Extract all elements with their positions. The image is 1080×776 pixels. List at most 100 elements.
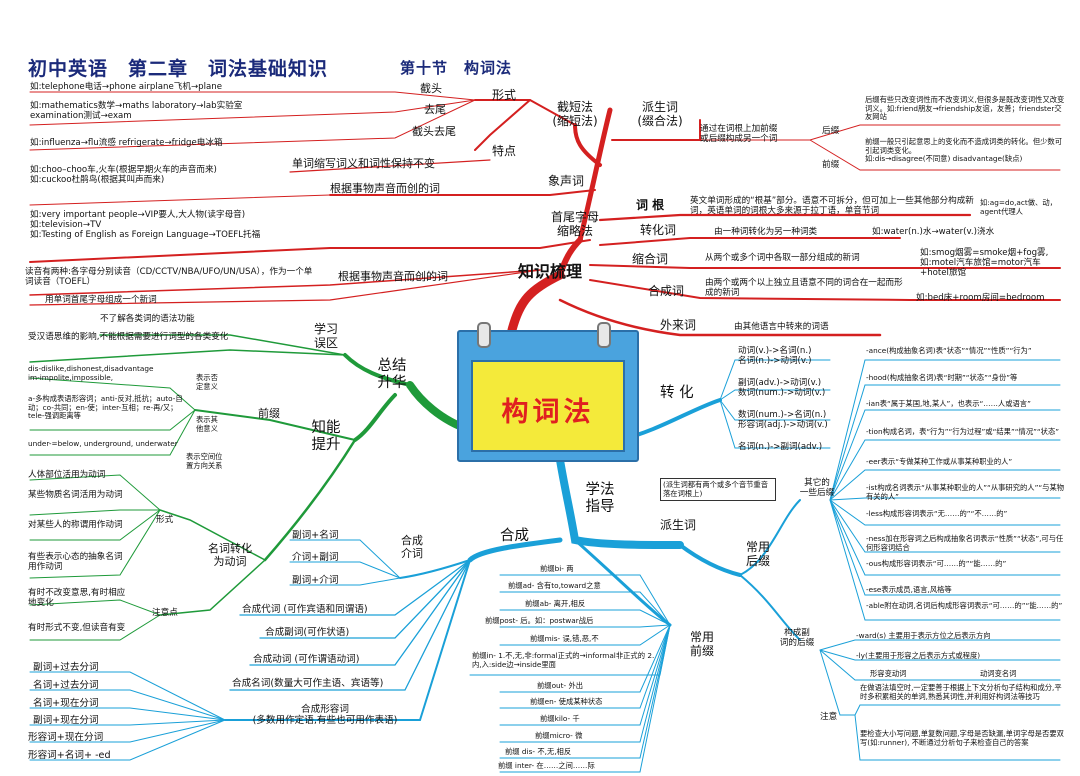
example-jietouquwei: 如:influenza→flu流感 refrigerate→fridge电冰箱 (30, 138, 223, 148)
text-sh-def: 从两个或多个词中各取一部分组成的新词 (705, 253, 860, 263)
center-calendar-node: 构词法 (457, 322, 639, 462)
text-n2: 要检查大小写问题,单复数问题,字母是否缺漏,单词字母是否要双写(如:runner… (860, 729, 1064, 747)
node-jieduanfa: 截短法 (缩短法) (552, 100, 598, 129)
text-h5: -eer表示“专做某种工作或从事某种职业的人” (866, 457, 1013, 466)
text-hz-note: 后缀有些只改变词性而不改变词义,但很多是既改变词性又改变词义。如:friend朋… (865, 95, 1065, 122)
text-c1: 合成代词 (可作宾语和同谓语) (242, 604, 368, 615)
text-x4: 副词+现在分词 (33, 715, 99, 726)
example-quwei: 如:mathematics数学→maths laboratory→lab实验室 … (30, 101, 243, 122)
text-zh4: 名词(n.)->副词(adv.) (738, 442, 823, 452)
text-f3: 对某些人的称谓用作动词 (28, 520, 123, 530)
node-hecheng: 合成词 (648, 284, 685, 298)
text-fouding-ex: dis-dislike,dishonest,disadvantage im-im… (28, 364, 154, 382)
red-branches (29, 91, 1061, 337)
node-zhuanhua-blue: 转 化 (660, 385, 694, 401)
example-jietou: 如:telephone电话→phone airplane飞机→plane (30, 82, 222, 92)
label-fouding: 表示否 定意义 (196, 373, 218, 391)
text-zh-ex: 如:water(n.)水→water(v.)浇水 (872, 227, 995, 237)
text-h6: -ist构成名词表示“从事某种职业的人”“从事研究的人”“与某物有关的人” (866, 483, 1065, 501)
text-sw-def: 根据事物声音而创的词 (338, 270, 448, 283)
text-p8: 前缀en- 使成某种状态 (530, 697, 603, 706)
node-zongjie: 总结 升华 (377, 358, 407, 392)
text-c4: 合成名词(数量大可作主语、宾语等) (232, 678, 384, 689)
text-f1: 人体部位活用为动词 (28, 470, 106, 480)
text-h1: -ance(构成抽象名词)表“状态”“情况”“性质”“行为” (866, 346, 1032, 355)
node-wailai: 外来词 (660, 318, 697, 332)
text-cigen-ex: 如:ag=do,act做、动，agent代理人 (980, 198, 1057, 216)
text-h9: -ous构成形容词表示“可……的”“能……的” (866, 559, 1007, 568)
text-sw-def2: 用单词首尾字母组成一个新词 (45, 295, 157, 305)
node-gcfc-hz: 构成副 词的后缀 (779, 628, 815, 649)
text-zh2: 副词(adv.)->动词(v.) 数词(num.)->动词(v.) (738, 378, 826, 399)
text-x3: 名词+现在分词 (33, 698, 99, 709)
text-xs-def: 根据事物声音而创的词 (330, 182, 440, 195)
text-wq1: 不了解各类词的语法功能 (100, 314, 195, 324)
text-a2: -ly(主要用于形容之后表示方式或程度) (856, 651, 981, 660)
text-feature: 单词缩写词义和词性保持不变 (292, 157, 435, 170)
node-zhineng: 知能 提升 (311, 420, 341, 454)
text-sh-ex: 如:smog烟雾=smoke烟+fog雾, 如:motel汽车旅馆=motor汽… (920, 248, 1049, 279)
text-x6: 形容词+名词+ -ed (28, 750, 111, 761)
text-p2: 前缀ad- 含有to,toward之意 (508, 581, 601, 590)
text-p9: 前缀kilo- 千 (540, 714, 580, 723)
text-zh-def: 由一种词转化为另一种词类 (714, 227, 818, 237)
node-hcjc: 合成 介词 (401, 534, 423, 560)
text-h8: -ness加在形容词之后构成抽象名词表示“性质”“状态”,可与任何形容词结合 (866, 534, 1064, 552)
text-a4: 动词变名词 (980, 669, 1017, 678)
text-z2: 有时形式不变,但读音有变 (28, 623, 126, 633)
node-cigen: 词 根 (636, 198, 665, 212)
text-p1: 前缀bi- 两 (540, 564, 574, 573)
center-title: 构词法 (501, 397, 595, 428)
text-c5: 合成形容词 (多数用作定语,有些也可用作表语) (252, 704, 398, 727)
text-cigen-def: 英文单词形成的“根基”部分。语意不可拆分，但可加上一些其他部分构成新词，英语单词… (690, 196, 974, 217)
label-zhuyi-blue: 注意 (820, 712, 838, 722)
text-sw-reading: 读音有两种:各字母分别读音（CD/CCTV/NBA/UFO/UN/USA），作为… (25, 267, 313, 288)
node-paisheng-blue: 派生词 (660, 518, 697, 532)
node-hecheng-blue: 合成 (500, 528, 529, 544)
node-changyong-qz: 常用 前缀 (689, 630, 714, 659)
text-p5: 前缀mis- 误,错,恶,不 (530, 634, 599, 643)
page-title: 初中英语 第二章 词法基础知识 (28, 58, 329, 80)
text-p11: 前缀 dis- 不,无,相反 (505, 747, 572, 756)
text-p10: 前缀micro- 微 (535, 731, 583, 740)
node-xuexi: 学习 误区 (313, 322, 338, 351)
label-kongjian: 表示空间位 置方向关系 (186, 452, 223, 470)
node-knowledge: 知识梳理 (518, 262, 583, 281)
text-ps-note: (派生词都有两个或多个音节重音落在词根上) (660, 478, 776, 502)
label-zhuyi-green: 注意点 (152, 608, 178, 618)
node-xingshi: 形式 (492, 88, 517, 102)
text-ps-def: 通过在词根上加前缀 或后缀构成另一个词 (700, 124, 778, 145)
text-p3: 前缀ab- 离开,相反 (525, 599, 586, 608)
text-h4: -tion构成名词，表“行为”“行为过程”或“结果”“情况”“状态” (866, 427, 1060, 436)
text-j3: 副词+介词 (292, 575, 339, 586)
blue-branches (29, 359, 1061, 773)
text-a1: -ward(s) 主要用于表示方位之后表示方向 (856, 631, 991, 640)
text-qz-note: 前缀一般只引起意思上的变化而不造成词类的转化。但少数可引起词类变化。 如:dis… (865, 137, 1063, 164)
node-paisheng: 派生词 (缀合法) (637, 100, 683, 129)
text-wl-def: 由其他语言中转来的词语 (734, 322, 829, 332)
node-zhuanhua: 转化词 (640, 223, 677, 237)
node-shouwei: 首尾字母 缩略法 (550, 210, 599, 239)
node-qita-hz: 其它的 一些后缀 (799, 478, 835, 499)
section-title: 第十节 构词法 (400, 59, 513, 77)
calendar-ring-icon (597, 322, 611, 348)
text-p4: 前缀post- 后。如：postwar战后 (485, 616, 594, 625)
text-f2: 某些物质名词活用为动词 (28, 490, 123, 500)
text-hc-ex: 如:bed床+room房间=bedroom (916, 293, 1045, 303)
text-c3: 合成动词 (可作谓语动词) (253, 654, 360, 665)
label-xingshi-green: 形式 (156, 515, 174, 525)
text-x5: 形容词+现在分词 (28, 732, 104, 743)
text-h11: -able附在动词,名词后构成形容词表示“可……的”“能……的” (866, 601, 1063, 610)
node-xiangsheng: 象声词 (548, 174, 585, 188)
text-kongjian-ex: under-=below, underground, underwater (28, 439, 178, 448)
text-sw-examples: 如:very important people→VIP要人,大人物(读字母音) … (30, 210, 261, 241)
label-houzhui: 后缀 (822, 126, 840, 136)
text-x2: 名词+过去分词 (33, 680, 99, 691)
label-quwei: 去尾 (424, 103, 446, 116)
text-hc-def: 由两个或两个以上独立且语意不同的词合在一起而形成的新词 (705, 278, 903, 299)
text-x1: 副词+过去分词 (33, 662, 99, 673)
node-tedian: 特点 (492, 144, 517, 158)
text-h7: -less构成形容词表示“无……的”“不……的” (866, 509, 1008, 518)
label-jietouquwei: 截头去尾 (412, 125, 456, 138)
